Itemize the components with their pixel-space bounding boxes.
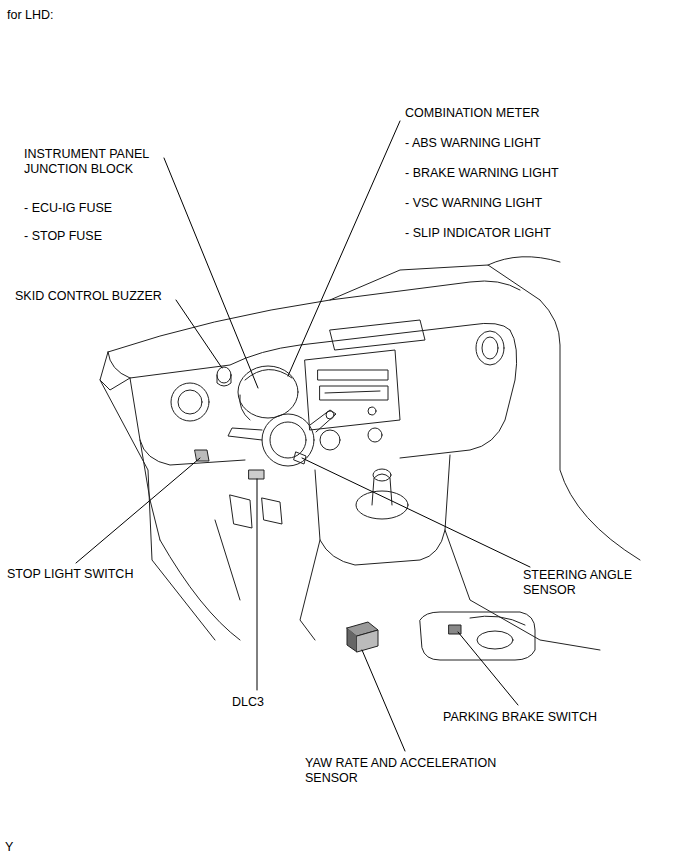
- leader-line: [176, 300, 222, 368]
- part-label: STEERING ANGLE SENSOR: [523, 568, 653, 598]
- leader-line: [164, 158, 258, 388]
- warning-light-label: - VSC WARNING LIGHT: [405, 196, 542, 211]
- leader-line: [302, 458, 530, 567]
- fuse-label: - ECU-IG FUSE: [24, 201, 112, 216]
- page-title: for LHD:: [7, 8, 54, 23]
- part-label: INSTRUMENT PANEL JUNCTION BLOCK: [24, 147, 174, 177]
- warning-light-label: - ABS WARNING LIGHT: [405, 136, 541, 151]
- figure-code: Y: [5, 840, 13, 855]
- part-label: YAW RATE AND ACCELERATION SENSOR: [305, 756, 533, 786]
- leader-line: [458, 632, 518, 705]
- part-label: COMBINATION METER: [405, 106, 540, 121]
- leader-line: [76, 458, 200, 563]
- warning-light-label: - BRAKE WARNING LIGHT: [405, 166, 559, 181]
- part-label: PARKING BRAKE SWITCH: [443, 710, 597, 725]
- part-label: DLC3: [232, 695, 264, 710]
- leader-line: [257, 479, 258, 690]
- leader-lines: [76, 121, 530, 751]
- warning-light-label: - SLIP INDICATOR LIGHT: [405, 226, 551, 241]
- leader-line: [288, 121, 400, 376]
- leader-line: [362, 650, 405, 751]
- fuse-label: - STOP FUSE: [24, 229, 102, 244]
- part-label: SKID CONTROL BUZZER: [15, 289, 162, 304]
- part-label: STOP LIGHT SWITCH: [7, 567, 133, 582]
